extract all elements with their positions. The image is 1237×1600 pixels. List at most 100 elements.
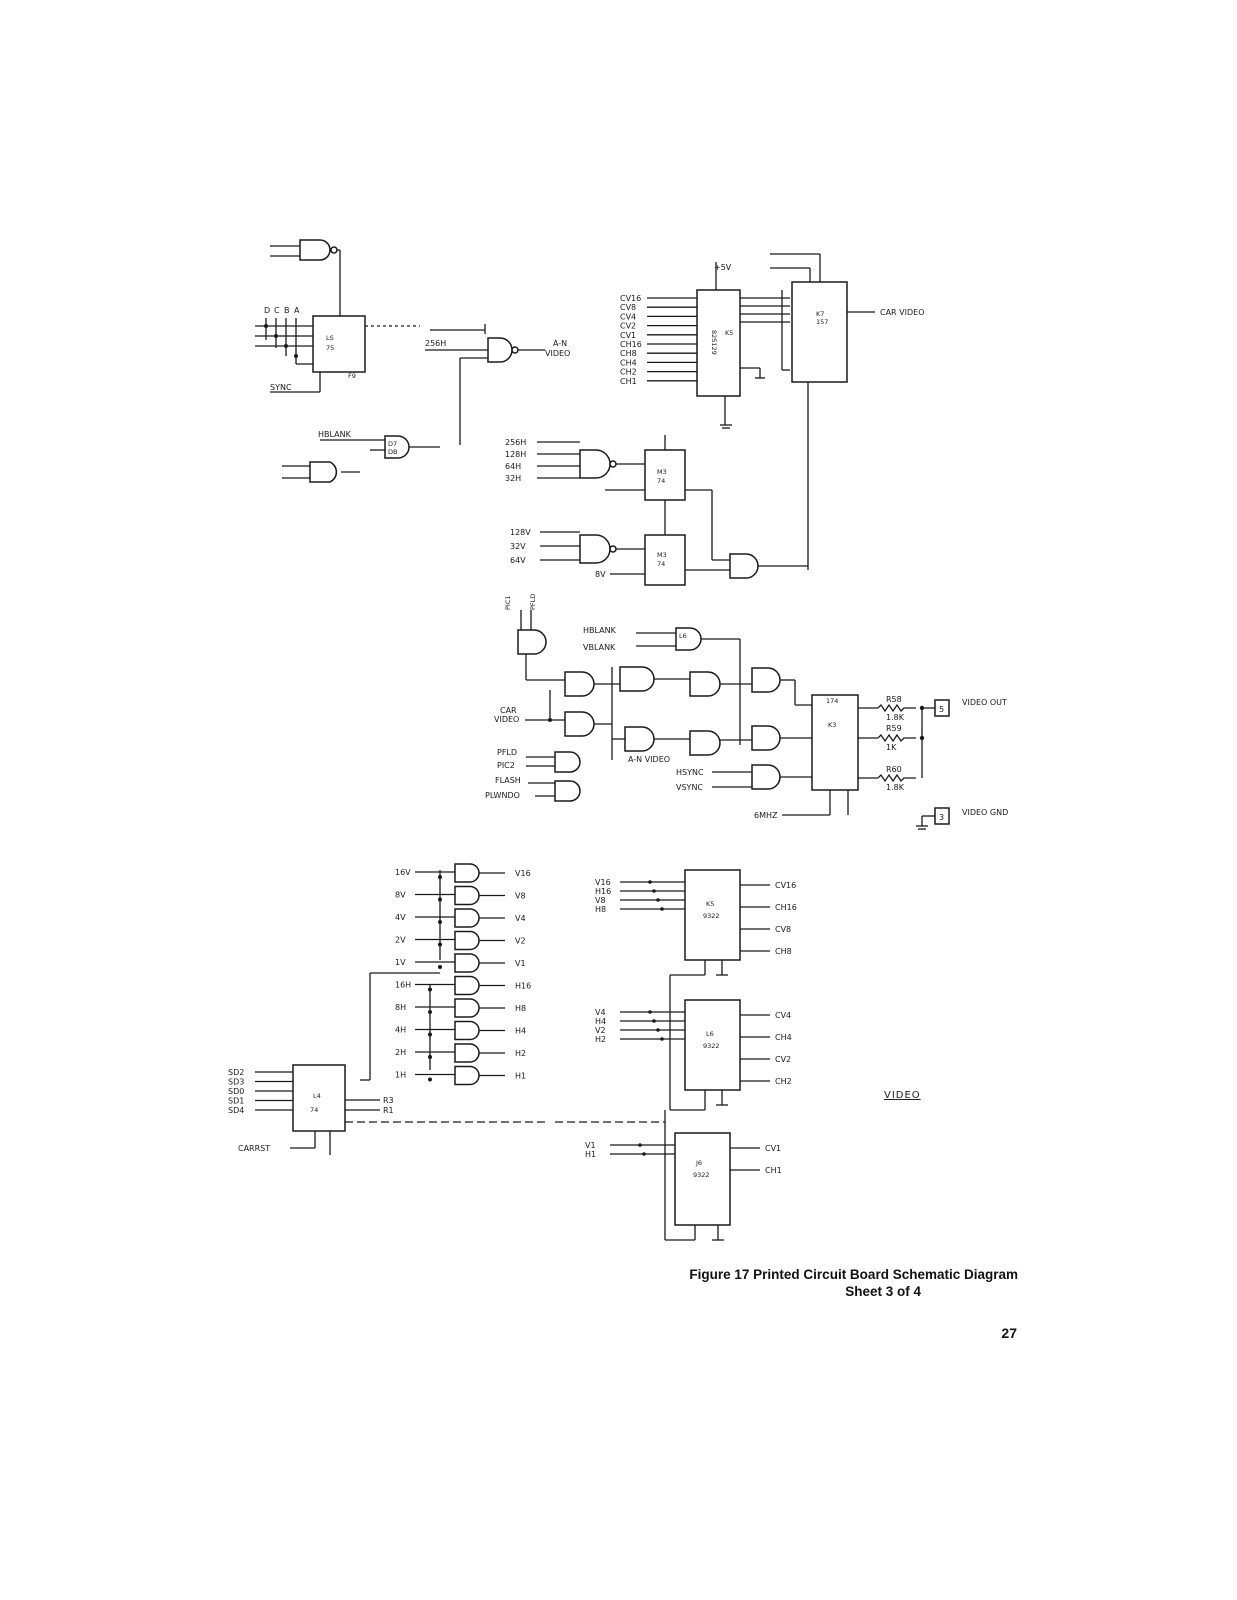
carrst-label: CARRST [238, 1144, 270, 1153]
input-label-a: A [294, 306, 300, 315]
figure-sheet: Sheet 3 of 4 [845, 1284, 921, 1299]
xor-input-16h: 16H [395, 981, 411, 990]
xor-output-h16: H16 [515, 982, 531, 991]
vblank-label: VBLANK [583, 643, 616, 652]
pfld-label: PFLD [497, 748, 517, 757]
svg-text:L4: L4 [313, 1092, 321, 1100]
rom-input-cv1: CV1 [620, 331, 636, 340]
h256-label: 256H [425, 339, 446, 348]
counter-input-32h: 32H [505, 474, 521, 483]
mux-part-label: 157 [816, 318, 828, 326]
gate-h8b [554, 751, 581, 773]
svg-text:3: 3 [939, 813, 944, 822]
latch-input-sd4: SD4 [228, 1106, 244, 1115]
figure-caption: Figure 17 Printed Circuit Board Schemati… [600, 1266, 1018, 1300]
xor-gate-row-6 [454, 998, 480, 1018]
rom-ic-k5: K5 [725, 329, 733, 337]
xor-gate-6 [689, 730, 721, 756]
mux-9322-bottom [674, 1132, 731, 1226]
mux-mid-in-v2: V2 [595, 1026, 606, 1035]
r58-label: R58 [886, 695, 902, 704]
gate-l6-label: L6 [679, 632, 687, 640]
latch-input-sd3: SD3 [228, 1078, 244, 1087]
svg-text:K7: K7 [816, 310, 824, 318]
flipflop-m3b [644, 534, 686, 586]
input-label-d: D [264, 306, 270, 315]
ff-74-label-1: 74 [657, 477, 665, 485]
xor-gate-row-3 [454, 930, 480, 951]
xor-output-v8: V8 [515, 892, 526, 901]
mux-top-in-v8: V8 [595, 896, 606, 905]
flash-label: FLASH [495, 776, 521, 785]
svg-text:VIDEO: VIDEO [545, 349, 570, 358]
sync-label: SYNC [270, 383, 292, 392]
latch-input-sd2: SD2 [228, 1068, 244, 1077]
xor-input-4h: 4H [395, 1026, 406, 1035]
resistor-r59 [877, 733, 916, 743]
mux-mid-out-cv4: CV4 [775, 1011, 791, 1020]
gate-l6 [675, 627, 702, 651]
xor-input-16v: 16V [395, 868, 411, 877]
mux-top-in-v16: V16 [595, 878, 611, 887]
xor-gate-row-9 [454, 1065, 480, 1086]
rom-input-cv8: CV8 [620, 303, 636, 312]
rom-block: 82S129 K5 CV16CV8CV4CV2CV1CH16CH8CH4CH2C… [620, 253, 925, 570]
xor-output-h4: H4 [515, 1027, 526, 1036]
xor-input-8v: 8V [395, 891, 406, 900]
car-label-2: CAR [500, 706, 517, 715]
input-label-c: C [274, 306, 280, 315]
xor-input-1h: 1H [395, 1071, 406, 1080]
svg-text:8V: 8V [595, 570, 606, 579]
xor-gate-row-8 [454, 1043, 480, 1063]
mux-mid-in-h4: H4 [595, 1017, 606, 1026]
resistor-r60 [877, 773, 916, 783]
rom-input-ch1: CH1 [620, 377, 637, 386]
svg-text:D7: D7 [388, 440, 397, 448]
video-gnd-label: VIDEO GND [962, 808, 1008, 817]
mux-mid-in-h2: H2 [595, 1035, 606, 1044]
rom-82s129 [696, 289, 741, 397]
plwndo-label: PLWNDO [485, 791, 520, 800]
mux-bot-out-cv1: CV1 [765, 1144, 781, 1153]
gate-k8-top [751, 667, 781, 693]
video-label-2: VIDEO [494, 715, 519, 724]
mux-157 [791, 281, 848, 383]
ff-74-label-2: 74 [657, 560, 665, 568]
mux-mid-in-v4: V4 [595, 1008, 606, 1017]
mhz-label: 6MHZ [754, 811, 778, 820]
hblank-label-1: HBLANK [318, 430, 352, 439]
upper-left-block: LS 75 F9 D C B A SYNC A [255, 239, 570, 483]
counter-input-64h: 64H [505, 462, 521, 471]
counter2-input-64v: 64V [510, 556, 526, 565]
svg-text:DB: DB [388, 448, 397, 456]
svg-text:A-N: A-N [553, 339, 567, 348]
video-output-block: PIC1 PFLD HBLANK VBLANK L6 CAR VIDEO A- [485, 594, 1008, 830]
latch-out-r3: R3 [383, 1096, 394, 1105]
resistor-r58 [877, 703, 916, 713]
rom-part-label: 82S129 [710, 330, 718, 355]
r59-label: R59 [886, 724, 902, 733]
counter-inputs-upper: D C B A [255, 306, 313, 365]
pic2-label: PIC2 [497, 761, 515, 770]
mux-top-out-ch8: CH8 [775, 947, 792, 956]
gate-k8-bottom [751, 725, 781, 751]
input-label-b: B [284, 306, 290, 315]
pfld-label-top: PFLD [529, 594, 537, 610]
xor-input-4v: 4V [395, 913, 406, 922]
r60-value: 1.8K [886, 783, 905, 792]
xor-output-v1: V1 [515, 959, 526, 968]
xor-input-1v: 1V [395, 958, 406, 967]
pic1-label: PIC1 [504, 595, 512, 610]
gate-b3 [554, 780, 581, 802]
mux-top-in-h8: H8 [595, 905, 606, 914]
section-label-video: VIDEO [884, 1090, 921, 1101]
car-video-label: CAR VIDEO [880, 308, 925, 317]
